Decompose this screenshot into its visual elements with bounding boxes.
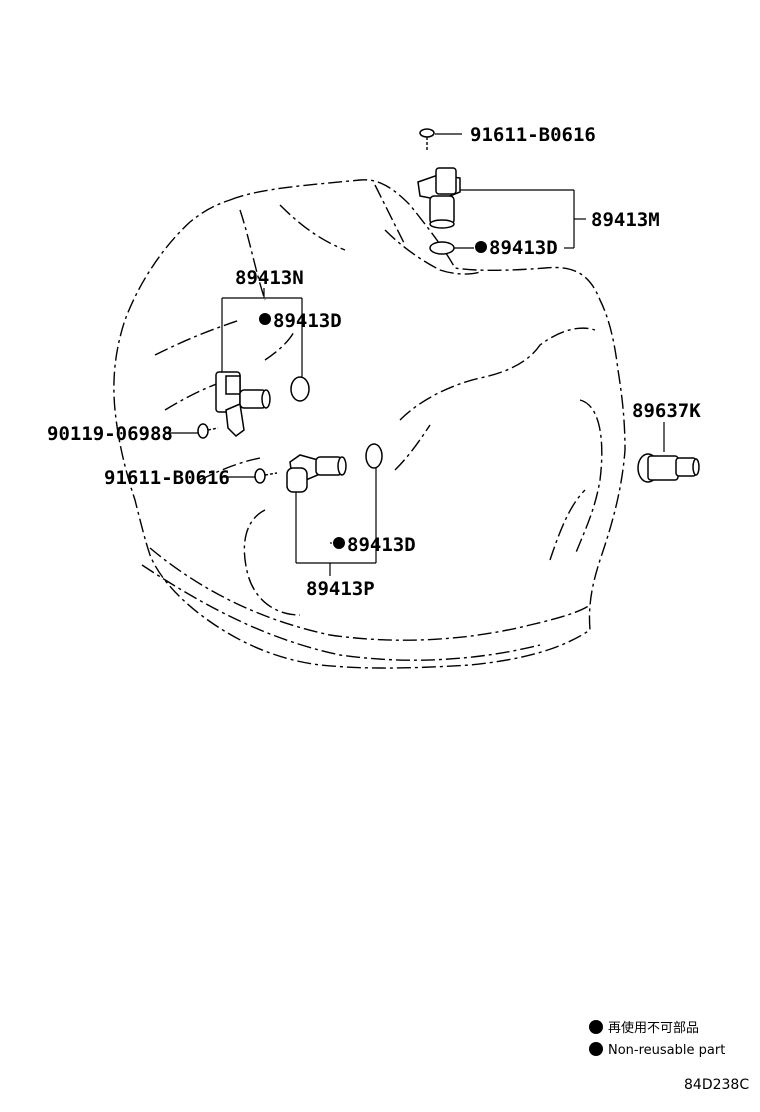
non-reusable-dot-icon xyxy=(259,313,271,325)
oring-m-icon xyxy=(429,241,455,255)
sensor-m-label: 89413M xyxy=(591,209,660,231)
legend-line-2: Non-reusable part xyxy=(608,1043,725,1058)
sensor-m-icon xyxy=(417,167,461,229)
sensor-p-label: 89413P xyxy=(306,578,375,600)
bolt-top-icon xyxy=(419,128,435,152)
non-reusable-dot-icon xyxy=(333,537,345,549)
oring-n-icon xyxy=(290,376,310,402)
legend: 再使用不可部品 Non-reusable part xyxy=(589,1020,725,1058)
bolt-left-icon xyxy=(197,423,219,439)
non-reusable-dot-icon xyxy=(475,241,487,253)
legend-line-1: 再使用不可部品 xyxy=(608,1020,699,1036)
sensor-n-icon xyxy=(215,371,271,437)
oring-p-icon xyxy=(365,443,383,469)
sensor-n-label: 89413N xyxy=(235,267,304,289)
oring-n-label: 89413D xyxy=(273,310,342,332)
sensor-k-icon xyxy=(637,453,700,483)
sensor-k-label: 89637K xyxy=(632,400,701,422)
oring-p-label: 89413D xyxy=(347,534,416,556)
bolt-top-label: 91611-B0616 xyxy=(470,124,596,146)
oring-m-label: 89413D xyxy=(489,237,558,259)
bolt-mid-icon xyxy=(254,468,278,484)
bolt-mid-label: 91611-B0616 xyxy=(104,467,230,489)
filled-circle-icon xyxy=(589,1020,603,1034)
sensor-p-icon xyxy=(286,454,347,493)
bolt-left-label: 90119-06988 xyxy=(47,423,173,445)
filled-circle-icon xyxy=(589,1042,603,1056)
diagram-code: 84D238C xyxy=(684,1077,749,1093)
